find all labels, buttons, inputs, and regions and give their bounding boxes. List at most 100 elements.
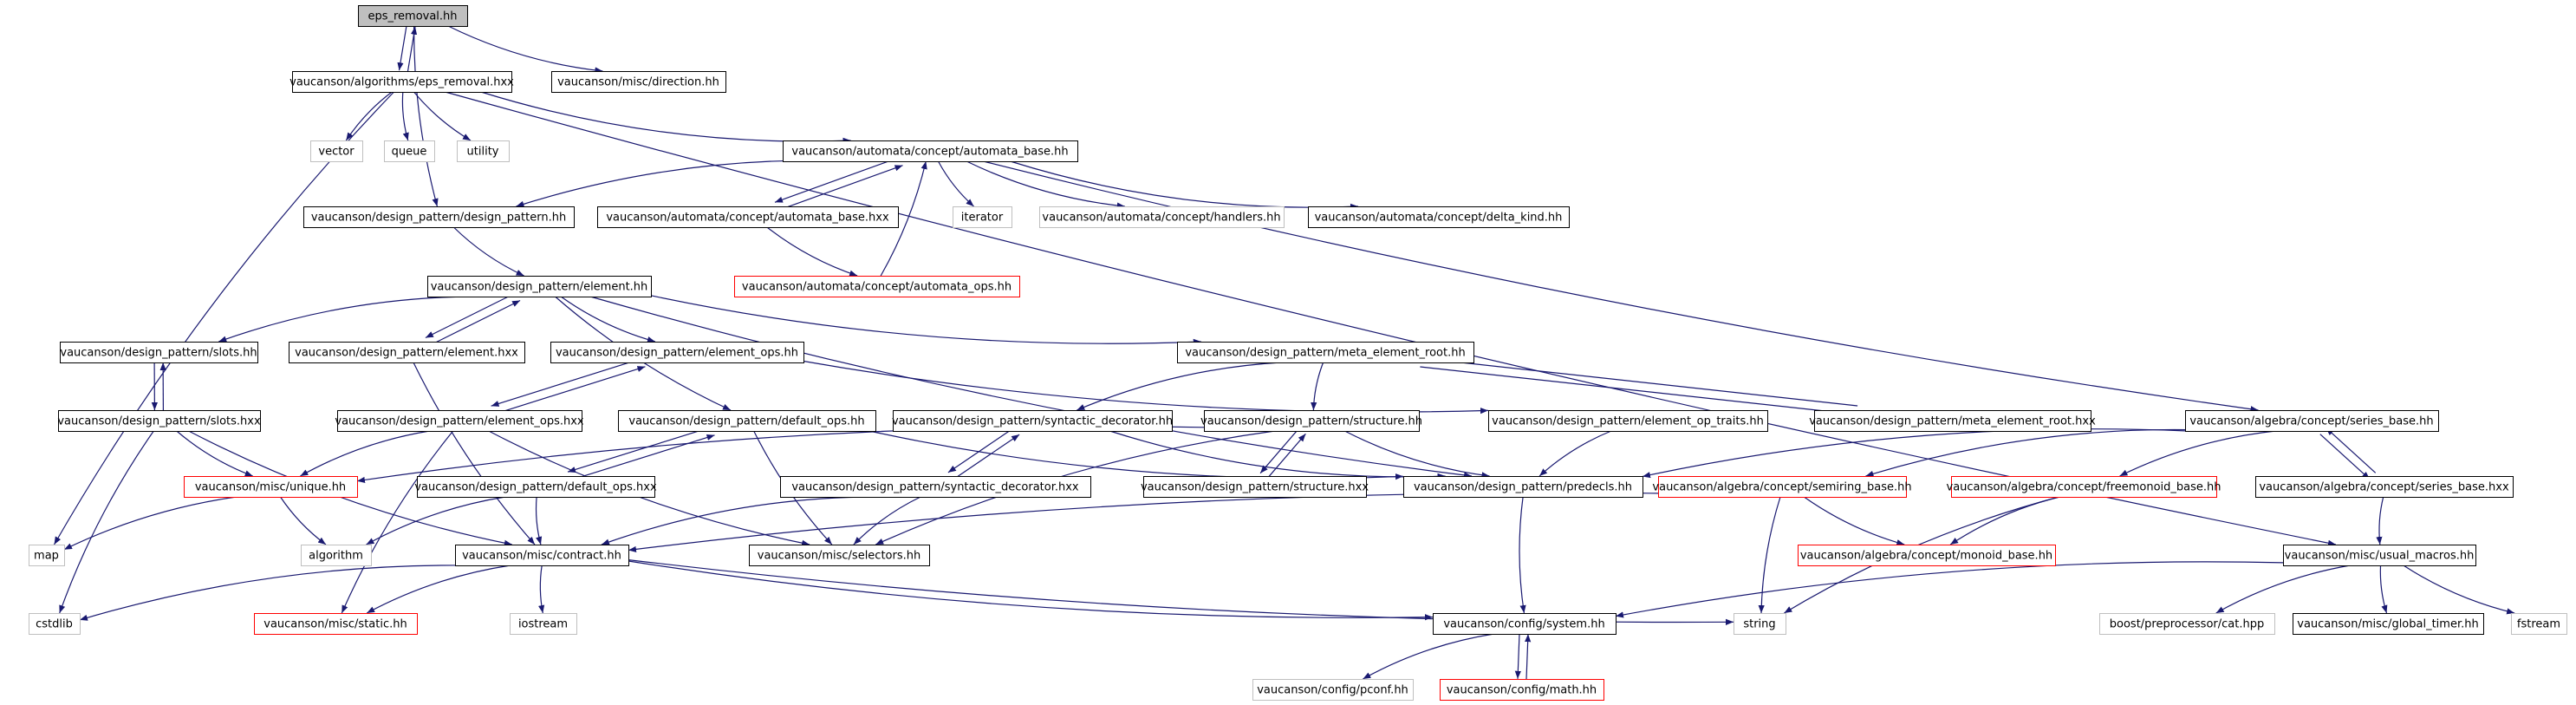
node-utility[interactable]: utility xyxy=(457,140,510,162)
node-label: vaucanson/design_pattern/structure.hh xyxy=(1200,415,1422,428)
edge-eps_removal_hh-to-direction_hh xyxy=(447,25,603,74)
node-structure_hxx[interactable]: vaucanson/design_pattern/structure.hxx xyxy=(1141,476,1369,498)
node-element_hxx[interactable]: vaucanson/design_pattern/element.hxx xyxy=(289,342,525,363)
node-handlers_hh[interactable]: vaucanson/automata/concept/handlers.hh xyxy=(1039,206,1285,228)
node-global_timer_hh[interactable]: vaucanson/misc/global_timer.hh xyxy=(2293,613,2484,635)
edge-element_op_traits_hh-to-predecls_hh xyxy=(1538,430,1612,477)
node-eps_removal_hh[interactable]: eps_removal.hh xyxy=(358,5,468,27)
node-pconf_hh[interactable]: vaucanson/config/pconf.hh xyxy=(1252,679,1414,701)
edge-eps_removal_hh-to-eps_removal_hxx xyxy=(397,25,407,71)
node-contract_hh[interactable]: vaucanson/misc/contract.hh xyxy=(455,545,629,566)
node-predecls_hh[interactable]: vaucanson/design_pattern/predecls.hh xyxy=(1403,476,1643,498)
node-queue[interactable]: queue xyxy=(384,140,435,162)
node-box xyxy=(455,545,629,566)
edge-contract_hh-to-iostream xyxy=(538,565,545,614)
node-algorithm[interactable]: algorithm xyxy=(301,545,372,566)
node-freemonoid_base_hh[interactable]: vaucanson/algebra/concept/freemonoid_bas… xyxy=(1947,476,2221,498)
edge-series_base_hh-to-series_base_hxx xyxy=(2319,434,2371,480)
edge-meta_element_root_hh-to-structure_hh xyxy=(1311,362,1324,411)
node-map[interactable]: map xyxy=(29,545,65,566)
node-label: iostream xyxy=(518,618,568,631)
node-automata_base_hxx[interactable]: vaucanson/automata/concept/automata_base… xyxy=(597,206,899,228)
node-fstream[interactable]: fstream xyxy=(2511,613,2567,635)
node-box xyxy=(749,545,930,566)
node-label: vaucanson/config/pconf.hh xyxy=(1257,684,1408,697)
node-label: fstream xyxy=(2517,618,2560,631)
node-default_ops_hxx[interactable]: vaucanson/design_pattern/default_ops.hxx xyxy=(414,476,657,498)
node-syntactic_decorator_hh[interactable]: vaucanson/design_pattern/syntactic_decor… xyxy=(892,410,1173,432)
edge-default_ops_hxx-to-contract_hh xyxy=(535,496,543,545)
node-label: map xyxy=(34,550,59,563)
node-element_ops_hxx[interactable]: vaucanson/design_pattern/element_ops.hxx xyxy=(335,410,584,432)
node-box xyxy=(254,613,418,635)
edge-element_ops_hxx-to-element_ops_hh xyxy=(493,366,646,415)
edge-element_ops_hxx-to-unique_hh xyxy=(300,430,430,477)
node-label: vaucanson/automata/concept/automata_ops.… xyxy=(742,281,1012,294)
node-box xyxy=(1798,545,2056,566)
node-vector[interactable]: vector xyxy=(310,140,363,162)
node-label: vaucanson/algebra/concept/series_base.hx… xyxy=(2259,481,2509,494)
node-default_ops_hh[interactable]: vaucanson/design_pattern/default_ops.hh xyxy=(618,410,876,432)
edge-usual_macros_hh-to-cat_hpp xyxy=(2215,565,2351,614)
node-usual_macros_hh[interactable]: vaucanson/misc/usual_macros.hh xyxy=(2283,545,2476,566)
node-label: vaucanson/misc/direction.hh xyxy=(557,76,719,89)
node-series_base_hxx[interactable]: vaucanson/algebra/concept/series_base.hx… xyxy=(2255,476,2514,498)
edge-contract_hh-to-system_hh xyxy=(628,560,1434,621)
edge-automata_ops_hh-to-automata_base_hh xyxy=(880,160,927,277)
edge-usual_macros_hh-to-global_timer_hh xyxy=(2379,565,2388,614)
node-box xyxy=(1252,679,1414,701)
edge-series_base_hh-to-semiring_base_hh xyxy=(1865,428,2228,477)
node-eps_removal_hxx[interactable]: vaucanson/algorithms/eps_removal.hxx xyxy=(289,71,514,93)
node-cstdlib[interactable]: cstdlib xyxy=(29,613,81,635)
node-selectors_hh[interactable]: vaucanson/misc/selectors.hh xyxy=(749,545,930,566)
node-structure_hh[interactable]: vaucanson/design_pattern/structure.hh xyxy=(1200,410,1422,432)
node-box xyxy=(597,206,899,228)
node-slots_hxx[interactable]: vaucanson/design_pattern/slots.hxx xyxy=(57,410,261,432)
node-automata_base_hh[interactable]: vaucanson/automata/concept/automata_base… xyxy=(783,140,1078,162)
node-label: queue xyxy=(392,146,427,159)
node-static_hh[interactable]: vaucanson/misc/static.hh xyxy=(254,613,418,635)
edge-eps_removal_hxx-to-utility xyxy=(413,91,472,141)
edge-eps_removal_hxx-to-vector xyxy=(345,91,393,141)
node-design_pattern_hh[interactable]: vaucanson/design_pattern/design_pattern.… xyxy=(303,206,575,228)
node-label: vaucanson/design_pattern/default_ops.hh xyxy=(628,415,864,428)
edge-structure_hh-to-selectors_hh xyxy=(875,430,1275,545)
edge-default_ops_hxx-to-algorithm xyxy=(366,496,506,545)
node-unique_hh[interactable]: vaucanson/misc/unique.hh xyxy=(184,476,358,498)
node-syntactic_decorator_hxx[interactable]: vaucanson/design_pattern/syntactic_decor… xyxy=(780,476,1091,498)
node-string[interactable]: string xyxy=(1734,613,1786,635)
node-delta_kind_hh[interactable]: vaucanson/automata/concept/delta_kind.hh xyxy=(1308,206,1570,228)
edge-slots_hxx-to-cstdlib xyxy=(59,430,154,614)
node-meta_element_root_hxx[interactable]: vaucanson/design_pattern/meta_element_ro… xyxy=(1809,410,2096,432)
edge-syntactic_decorator_hh-to-syntactic_decorator_hxx xyxy=(947,427,1015,473)
node-label: vaucanson/design_pattern/predecls.hh xyxy=(1414,481,1632,494)
node-iterator[interactable]: iterator xyxy=(953,206,1012,228)
node-box xyxy=(427,276,652,297)
node-series_base_hh[interactable]: vaucanson/algebra/concept/series_base.hh xyxy=(2185,410,2439,432)
node-semiring_base_hh[interactable]: vaucanson/algebra/concept/semiring_base.… xyxy=(1652,476,1912,498)
node-meta_element_root_hh[interactable]: vaucanson/design_pattern/meta_element_ro… xyxy=(1177,342,1474,363)
node-element_ops_hh[interactable]: vaucanson/design_pattern/element_ops.hh xyxy=(550,342,804,363)
edge-design_pattern_hh-to-element_hh xyxy=(452,226,524,277)
node-element_op_traits_hh[interactable]: vaucanson/design_pattern/element_op_trai… xyxy=(1488,410,1768,432)
node-element_hh[interactable]: vaucanson/design_pattern/element.hh xyxy=(427,276,652,297)
node-system_hh[interactable]: vaucanson/config/system.hh xyxy=(1433,613,1617,635)
edge-freemonoid_base_hh-to-monoid_base_hh xyxy=(1949,496,2060,545)
node-math_hh[interactable]: vaucanson/config/math.hh xyxy=(1440,679,1604,701)
node-label: vaucanson/algebra/concept/freemonoid_bas… xyxy=(1947,481,2221,494)
edge-automata_base_hxx-to-automata_base_hh xyxy=(777,165,903,212)
node-slots_hh[interactable]: vaucanson/design_pattern/slots.hh xyxy=(60,342,258,363)
node-label: vaucanson/design_pattern/element_ops.hxx xyxy=(335,415,584,428)
node-iostream[interactable]: iostream xyxy=(510,613,577,635)
edge-automata_base_hh-to-automata_base_hxx xyxy=(774,156,901,203)
node-box xyxy=(310,140,363,162)
node-automata_ops_hh[interactable]: vaucanson/automata/concept/automata_ops.… xyxy=(734,276,1020,297)
node-label: vaucanson/design_pattern/structure.hxx xyxy=(1141,481,1369,494)
edge-semiring_base_hh-to-monoid_base_hh xyxy=(1803,496,1905,546)
node-label: cstdlib xyxy=(36,618,73,631)
node-label: iterator xyxy=(961,212,1004,225)
node-monoid_base_hh[interactable]: vaucanson/algebra/concept/monoid_base.hh xyxy=(1798,545,2056,566)
node-cat_hpp[interactable]: boost/preprocessor/cat.hpp xyxy=(2099,613,2275,635)
node-label: vaucanson/misc/static.hh xyxy=(263,618,407,631)
node-direction_hh[interactable]: vaucanson/misc/direction.hh xyxy=(551,71,726,93)
